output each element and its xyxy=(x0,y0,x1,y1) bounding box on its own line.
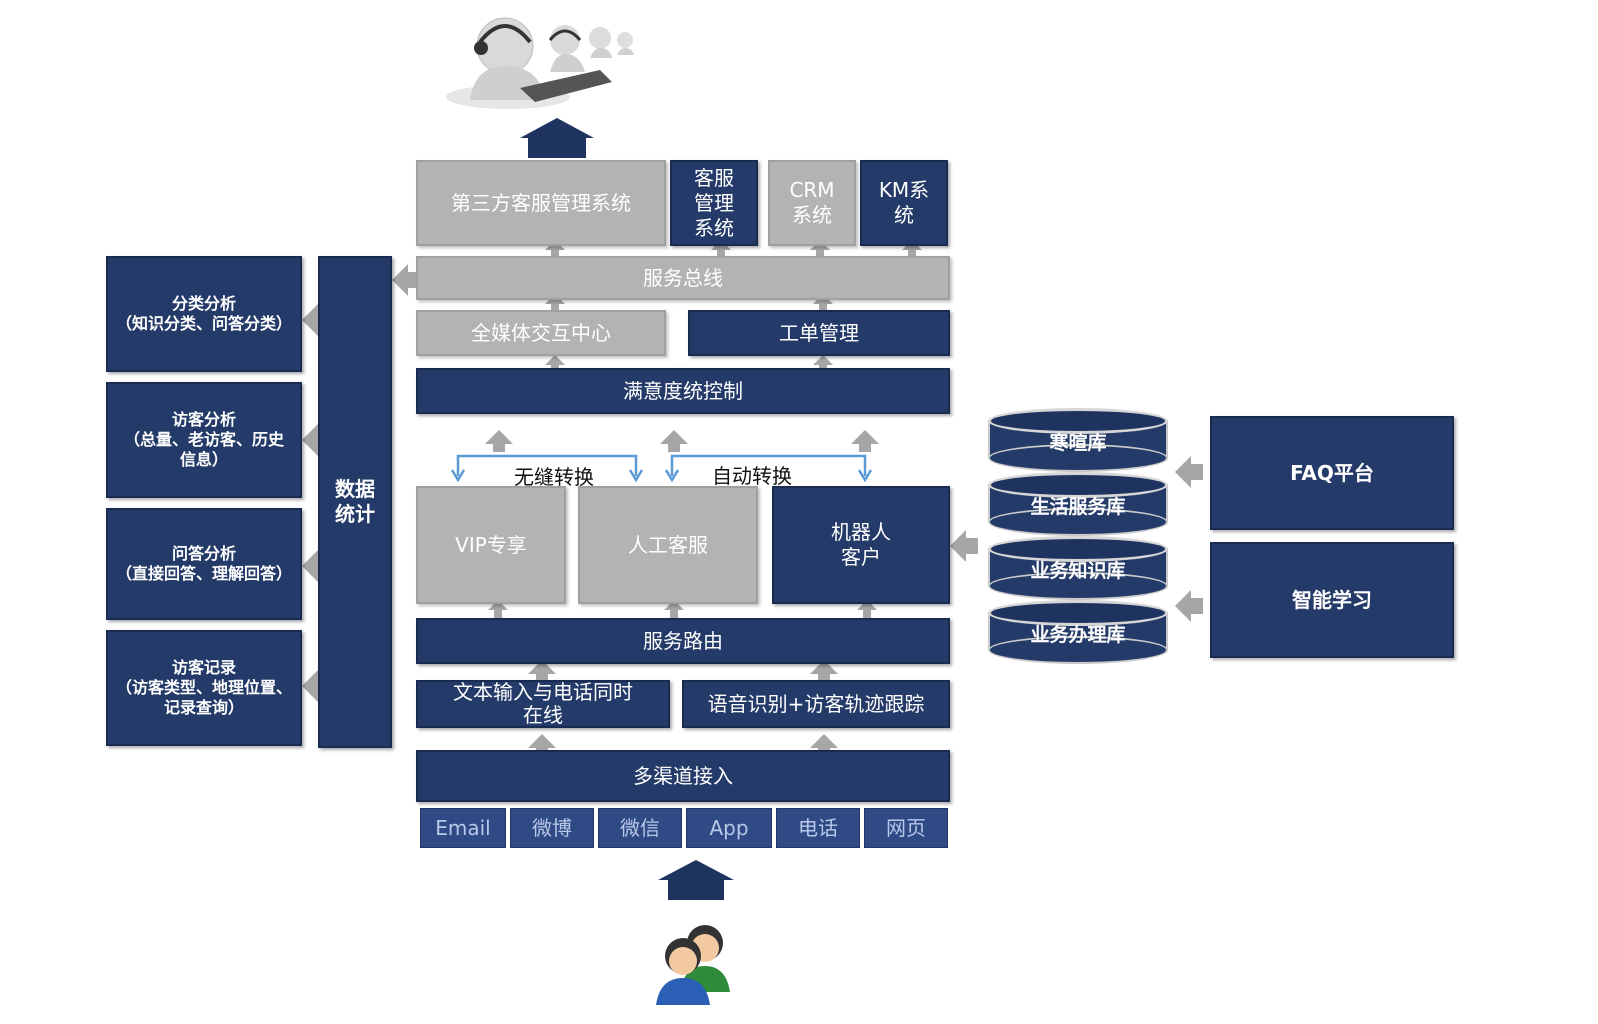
crm-system-label: CRM 系统 xyxy=(789,178,835,227)
switch-lines xyxy=(450,454,873,483)
channel-weibo-label: 微博 xyxy=(532,815,572,840)
channel-email: Email xyxy=(420,808,506,848)
robot-service-label: 机器人 客户 xyxy=(831,520,891,569)
faq-platform: FAQ平台 xyxy=(1210,416,1454,530)
channel-phone-label: 电话 xyxy=(798,815,838,840)
kb-life-service: 生活服务库 xyxy=(988,472,1168,536)
stat-visitor-analysis-label: 访客分析 （总量、老访客、历史 信息） xyxy=(123,410,284,469)
multichannel-access-label: 多渠道接入 xyxy=(633,763,733,788)
seamless-switch-label: 无缝转换 xyxy=(514,465,594,489)
kb-greeting: 寒暄库 xyxy=(988,408,1168,472)
channel-wechat: 微信 xyxy=(598,808,682,848)
smart-learning-label: 智能学习 xyxy=(1292,587,1372,612)
kb-business-handling: 业务办理库 xyxy=(988,600,1168,664)
voice-tracking: 语音识别+访客轨迹跟踪 xyxy=(682,680,950,728)
connector-arrows xyxy=(485,240,922,756)
up-arrow-bottom-icon xyxy=(658,860,734,900)
multichannel-access: 多渠道接入 xyxy=(416,750,950,802)
service-routing: 服务路由 xyxy=(416,618,950,664)
kb-life-service-label: 生活服务库 xyxy=(1030,496,1126,518)
stat-classification: 分类分析 （知识分类、问答分类） xyxy=(106,256,302,372)
human-service-label: 人工客服 xyxy=(628,532,708,557)
channel-app: App xyxy=(686,808,772,848)
third-party-cs-system: 第三方客服管理系统 xyxy=(416,160,666,246)
channel-app-label: App xyxy=(709,815,749,840)
vip-service: VIP专享 xyxy=(416,486,566,604)
kb-business-knowledge-label: 业务知识库 xyxy=(1030,560,1126,582)
channel-email-label: Email xyxy=(435,815,491,840)
stat-classification-label: 分类分析 （知识分类、问答分类） xyxy=(115,294,292,333)
stat-qa-analysis-label: 问答分析 （直接回答、理解回答） xyxy=(115,544,292,583)
kb-business-knowledge: 业务知识库 xyxy=(988,536,1168,600)
text-phone-input-label: 文本输入与电话同时 在线 xyxy=(453,680,633,727)
cs-management-system-label: 客服 管理 系统 xyxy=(694,165,734,240)
service-bus: 服务总线 xyxy=(416,256,950,300)
km-system: KM系 统 xyxy=(860,160,948,246)
km-system-label: KM系 统 xyxy=(878,178,930,227)
vip-service-label: VIP专享 xyxy=(455,532,527,557)
data-statistics: 数据 统计 xyxy=(318,256,392,748)
omni-media-center-label: 全媒体交互中心 xyxy=(471,320,611,345)
stat-visitor-records: 访客记录 （访客类型、地理位置、 记录查询） xyxy=(106,630,302,746)
smart-learning: 智能学习 xyxy=(1210,542,1454,658)
channel-wechat-label: 微信 xyxy=(620,815,660,840)
omni-media-center: 全媒体交互中心 xyxy=(416,310,666,356)
channel-phone: 电话 xyxy=(776,808,860,848)
stat-qa-analysis: 问答分析 （直接回答、理解回答） xyxy=(106,508,302,620)
service-bus-label: 服务总线 xyxy=(643,265,723,290)
kb-greeting-label: 寒暄库 xyxy=(1049,432,1107,454)
ticket-management: 工单管理 xyxy=(688,310,950,356)
faq-platform-label: FAQ平台 xyxy=(1290,460,1374,485)
users-icon xyxy=(656,925,730,1005)
auto-switch-label: 自动转换 xyxy=(712,464,792,488)
data-statistics-label: 数据 统计 xyxy=(335,477,375,526)
satisfaction-control-label: 满意度统控制 xyxy=(623,378,743,403)
text-phone-input: 文本输入与电话同时 在线 xyxy=(416,680,670,728)
stat-visitor-analysis: 访客分析 （总量、老访客、历史 信息） xyxy=(106,382,302,498)
stat-visitor-records-label: 访客记录 （访客类型、地理位置、 记录查询） xyxy=(115,658,292,717)
satisfaction-control: 满意度统控制 xyxy=(416,368,950,414)
kb-business-handling-label: 业务办理库 xyxy=(1030,624,1126,646)
human-service: 人工客服 xyxy=(578,486,758,604)
up-arrow-top-icon xyxy=(520,118,594,158)
channel-web: 网页 xyxy=(864,808,948,848)
headset-agent-icon xyxy=(446,17,634,109)
ticket-management-label: 工单管理 xyxy=(779,320,859,345)
service-routing-label: 服务路由 xyxy=(643,628,723,653)
third-party-cs-system-label: 第三方客服管理系统 xyxy=(451,190,631,215)
cs-management-system: 客服 管理 系统 xyxy=(670,160,758,246)
channel-weibo: 微博 xyxy=(510,808,594,848)
robot-service: 机器人 客户 xyxy=(772,486,950,604)
channel-web-label: 网页 xyxy=(886,815,926,840)
voice-tracking-label: 语音识别+访客轨迹跟踪 xyxy=(707,691,925,716)
crm-system: CRM 系统 xyxy=(768,160,856,246)
